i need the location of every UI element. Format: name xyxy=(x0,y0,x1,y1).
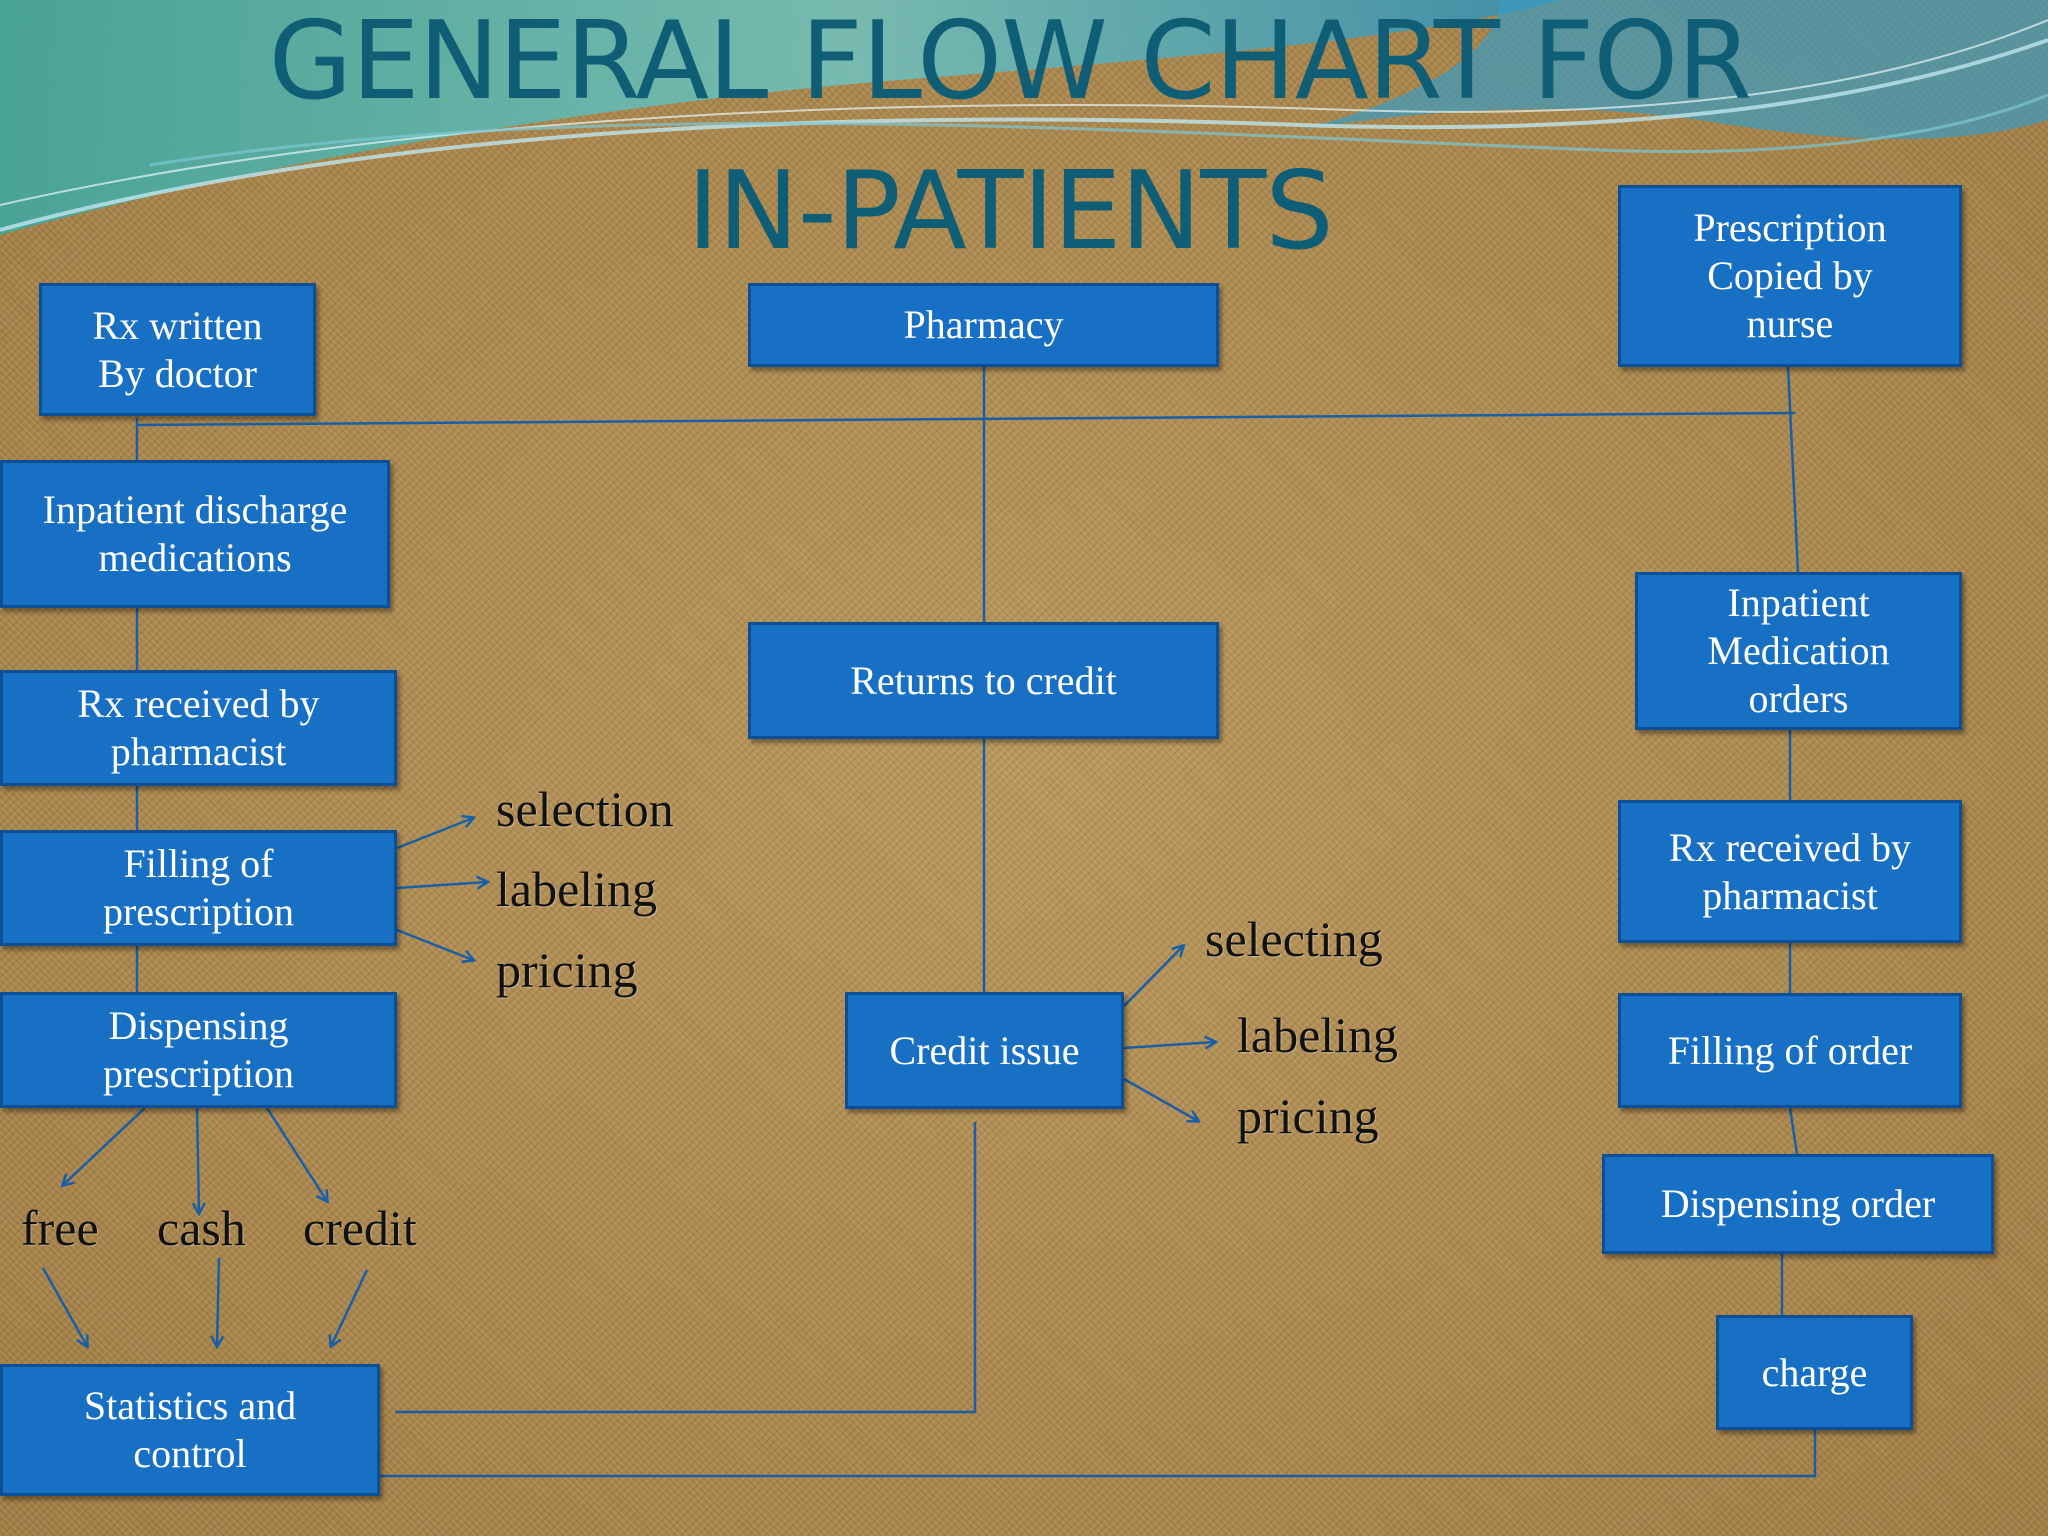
label-labeling-mid: labeling xyxy=(1237,1007,1399,1063)
box-prescription-copied: Prescription Copied by nurse xyxy=(1618,185,1962,367)
title-line-1: GENERAL FLOW CHART FOR xyxy=(268,0,1753,124)
box-dispensing-prescription: Dispensing prescription xyxy=(0,992,397,1108)
label-free: free xyxy=(21,1200,99,1256)
arrow-free-to-statistics xyxy=(41,1267,87,1346)
arrow-to-cash xyxy=(197,1107,199,1213)
wave-line-1 xyxy=(0,38,2048,232)
box-dispensing-order: Dispensing order xyxy=(1602,1154,1994,1254)
box-rx-received-left: Rx received by pharmacist xyxy=(0,670,397,786)
arrow-pricing-mid xyxy=(1123,1077,1198,1121)
box-filling-prescription: Filling of prescription xyxy=(0,830,397,946)
arrow-cash-to-statistics xyxy=(217,1257,219,1346)
box-credit-issue: Credit issue xyxy=(845,992,1124,1109)
label-selection: selection xyxy=(496,781,674,837)
arrow-credit-to-statistics xyxy=(331,1269,369,1346)
label-labeling-left: labeling xyxy=(496,861,658,917)
label-credit: credit xyxy=(303,1200,417,1256)
arrow-selection xyxy=(396,818,473,850)
box-inpatient-medication-orders: Inpatient Medication orders xyxy=(1635,572,1962,730)
box-statistics-control: Statistics and control xyxy=(0,1364,380,1496)
arrow-to-free xyxy=(63,1107,146,1185)
line-bottom-return xyxy=(380,1430,1817,1478)
wave-line-2 xyxy=(0,19,2048,206)
arrow-selecting xyxy=(1123,946,1183,1007)
box-charge: charge xyxy=(1716,1315,1913,1430)
box-filling-order: Filling of order xyxy=(1618,993,1962,1108)
label-cash: cash xyxy=(157,1200,246,1256)
wave-line-3 xyxy=(149,93,2048,167)
wave-band-main xyxy=(0,0,1560,235)
line-right-spine-4 xyxy=(1788,1107,1799,1155)
box-pharmacy: Pharmacy xyxy=(748,283,1219,367)
title-line-2: IN-PATIENTS xyxy=(687,149,1334,274)
arrow-to-credit xyxy=(265,1107,327,1201)
line-statistics-credit-issue xyxy=(395,1122,977,1414)
wave-band-right xyxy=(1300,0,2048,139)
label-selecting: selecting xyxy=(1205,911,1383,967)
label-pricing-left: pricing xyxy=(496,942,638,998)
box-returns-to-credit: Returns to credit xyxy=(748,622,1219,739)
arrow-labeling-left xyxy=(396,882,487,888)
arrow-labeling-mid xyxy=(1123,1042,1215,1048)
box-rx-written: Rx written By doctor xyxy=(39,283,316,416)
label-pricing-mid: pricing xyxy=(1237,1088,1379,1144)
line-right-spine-1 xyxy=(1786,366,1800,573)
arrow-pricing-left xyxy=(396,928,473,960)
line-top-horizontal xyxy=(136,411,1796,427)
box-inpatient-discharge: Inpatient discharge medications xyxy=(0,460,390,608)
box-rx-received-right: Rx received by pharmacist xyxy=(1618,800,1962,943)
